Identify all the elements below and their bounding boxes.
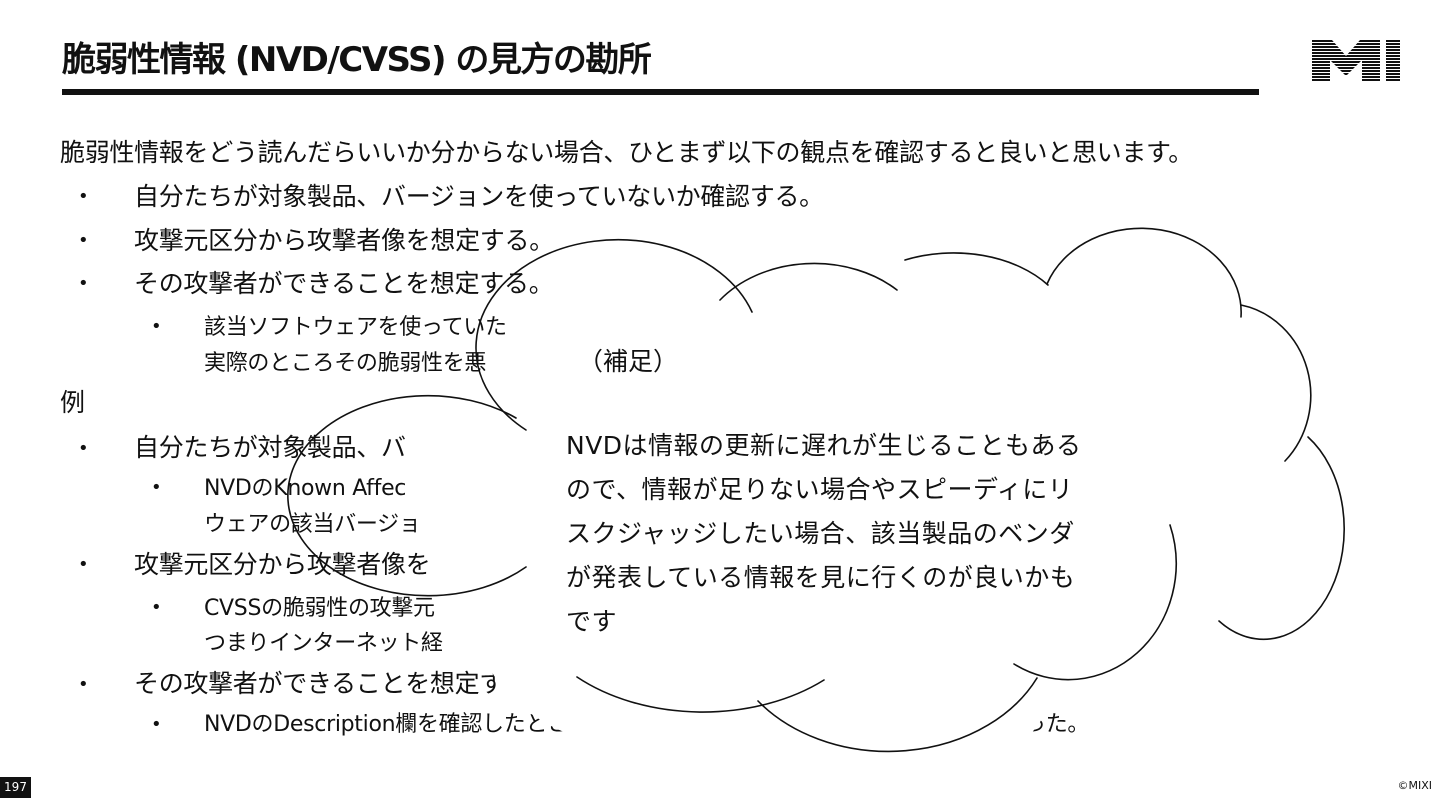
example-product: 自分たちが対象製品、バ — [134, 433, 406, 462]
bullet-dot: • — [151, 477, 162, 498]
example-attack-vector-sub-line1: CVSSの脆弱性の攻撃元 — [204, 596, 435, 621]
callout-line: ので、情報が足りない場合やスピーディにリ — [566, 475, 1074, 504]
callout-line: が発表している情報を見に行くのが良いかも — [566, 563, 1076, 592]
page-number: 197 — [0, 777, 31, 798]
bullet-dot: • — [78, 554, 89, 575]
bullet-dot: • — [151, 316, 162, 337]
example-attack-vector: 攻撃元区分から攻撃者像を — [134, 550, 431, 579]
point-attacker-capability: その攻撃者ができることを想定する。 — [134, 269, 554, 298]
copyright: ©MIXI — [1397, 779, 1432, 792]
sub-point-line2: 実際のところその脆弱性を悪 — [204, 351, 487, 376]
slide-title: 脆弱性情報 (NVD/CVSS) の見方の勘所 — [62, 40, 652, 80]
bullet-dot: • — [78, 674, 89, 695]
callout-title: （補足） — [578, 347, 679, 376]
bullet-dot: • — [151, 714, 162, 735]
point-check-product: 自分たちが対象製品、バージョンを使っていないか確認する。 — [134, 182, 824, 211]
callout-line: スクジャッジしたい場合、該当製品のベンダ — [566, 519, 1075, 548]
example-heading: 例 — [60, 388, 85, 417]
bullet-dot: • — [78, 230, 89, 251]
example-capability-sub-line1: NVDのDescription欄を確認したとこ — [204, 712, 569, 737]
callout-line: です — [566, 607, 618, 636]
example-attack-vector-sub-line2: つまりインターネット経 — [204, 631, 443, 656]
bullet-dot: • — [78, 186, 89, 207]
intro-text: 脆弱性情報をどう読んだらいいか分からない場合、ひとまず以下の観点を確認すると良い… — [60, 138, 1193, 167]
example-product-sub-line2: ウェアの該当バージョ — [204, 512, 421, 537]
sub-point-line1: 該当ソフトウェアを使っていた — [204, 315, 507, 340]
callout-body: NVDは情報の更新に遅れが生じることもある ので、情報が足りない場合やスピーディ… — [566, 424, 1146, 644]
bullet-dot: • — [151, 597, 162, 618]
mixi-logo — [1312, 40, 1400, 82]
example-product-sub-line1: NVDのKnown Affec — [204, 476, 407, 501]
bullet-dot: • — [78, 273, 89, 294]
bullet-dot: • — [78, 438, 89, 459]
example-capability: その攻撃者ができることを想定す — [134, 669, 505, 698]
callout-line: NVDは情報の更新に遅れが生じることもある — [566, 431, 1082, 460]
point-attack-vector: 攻撃元区分から攻撃者像を想定する。 — [134, 226, 554, 255]
title-underline — [62, 89, 1259, 95]
